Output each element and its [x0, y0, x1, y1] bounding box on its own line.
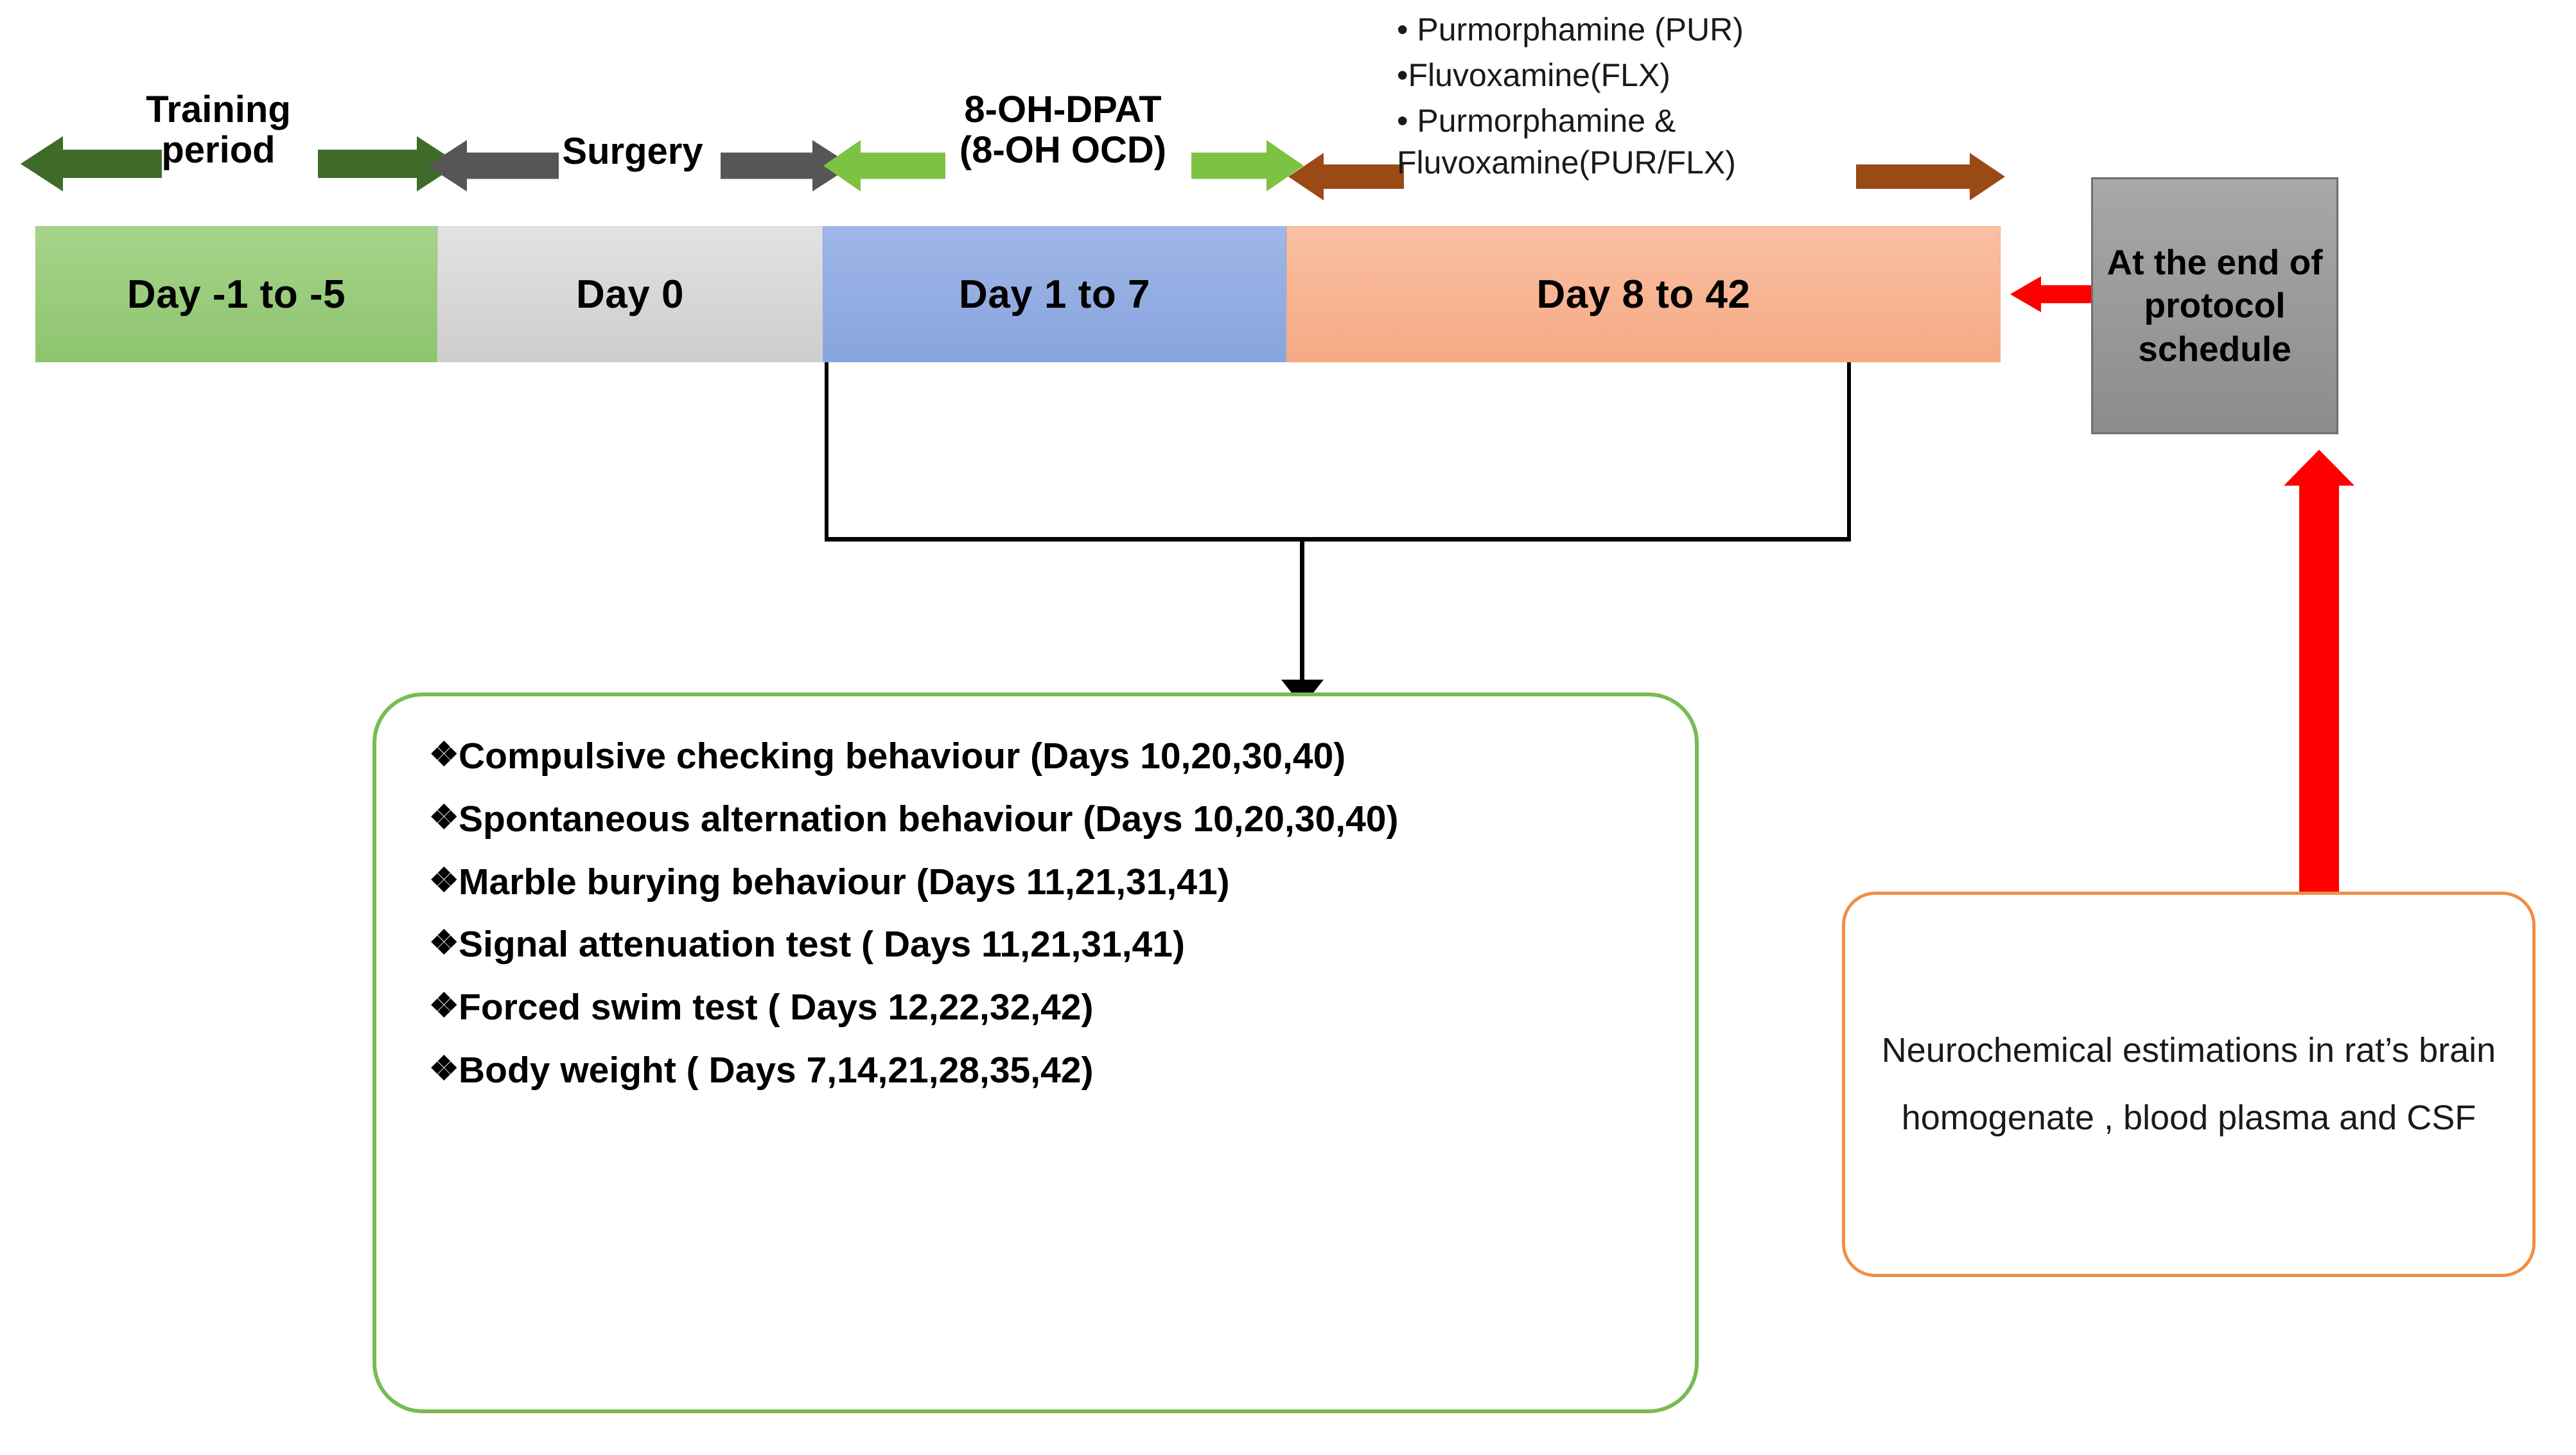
- timeline-segment-surgery: Day 0: [437, 226, 823, 362]
- diamond-bullet-icon: ❖: [429, 736, 459, 773]
- training-left-arrow: [21, 136, 162, 191]
- brace-left-vertical: [825, 362, 828, 541]
- phase-label-surgery: Surgery: [562, 130, 703, 172]
- diamond-bullet-icon: ❖: [429, 861, 459, 899]
- list-item-label: Signal attenuation test ( Days 11,21,31,…: [459, 924, 1185, 966]
- protocol-end-box: At the end of protocol schedule: [2091, 177, 2338, 434]
- treatment-group-item: •Fluvoxamine(FLX): [1397, 57, 1670, 93]
- timeline-segment-label: Day 1 to 7: [959, 272, 1150, 317]
- induction-left-arrow: [823, 140, 945, 191]
- treatment-group-item: • Purmorphamine & Fluvoxamine(PUR/FLX): [1397, 103, 1736, 181]
- behaviour-tests-box: ❖ Compulsive checking behaviour (Days 10…: [372, 692, 1699, 1413]
- treatment-left-arrow: [1288, 153, 1404, 200]
- protocol-to-timeline-arrow: [2010, 276, 2092, 312]
- list-item: ❖ Compulsive checking behaviour (Days 10…: [429, 736, 1669, 777]
- timeline-segment-treatment: Day 8 to 42: [1286, 226, 2001, 362]
- list-item-label: Marble burying behaviour (Days 11,21,31,…: [459, 861, 1230, 903]
- neurochemical-estimation-label: Neurochemical estimations in rat’s brain…: [1881, 1030, 2496, 1137]
- timeline-segment-label: Day 0: [576, 272, 684, 317]
- treatment-right-arrow: [1856, 153, 2005, 200]
- induction-right-arrow: [1191, 140, 1304, 191]
- behaviour-tests-list: ❖ Compulsive checking behaviour (Days 10…: [429, 736, 1669, 1113]
- diamond-bullet-icon: ❖: [429, 924, 459, 962]
- list-item: ❖ Marble burying behaviour (Days 11,21,3…: [429, 861, 1669, 903]
- timeline-segment-label: Day 8 to 42: [1536, 272, 1751, 317]
- list-item-label: Compulsive checking behaviour (Days 10,2…: [459, 736, 1346, 777]
- brace-horizontal: [825, 537, 1851, 542]
- diamond-bullet-icon: ❖: [429, 987, 459, 1025]
- neuro-to-protocol-arrow: [2284, 450, 2354, 899]
- timeline-segment-induction: Day 1 to 7: [823, 226, 1286, 362]
- diamond-bullet-icon: ❖: [429, 1050, 459, 1088]
- list-item-label: Body weight ( Days 7,14,21,28,35,42): [459, 1050, 1094, 1091]
- list-item: ❖ Spontaneous alternation behaviour (Day…: [429, 798, 1669, 840]
- list-item-label: Forced swim test ( Days 12,22,32,42): [459, 987, 1094, 1028]
- treatment-group-list: • Purmorphamine (PUR) •Fluvoxamine(FLX) …: [1397, 9, 1885, 188]
- brace-stem-vertical: [1300, 537, 1304, 685]
- timeline-segment-training: Day -1 to -5: [35, 226, 437, 362]
- neurochemical-estimation-box: Neurochemical estimations in rat’s brain…: [1842, 892, 2536, 1277]
- diamond-bullet-icon: ❖: [429, 798, 459, 836]
- surgery-left-arrow: [427, 140, 559, 191]
- treatment-group-item: • Purmorphamine (PUR): [1397, 12, 1744, 48]
- list-item: ❖ Signal attenuation test ( Days 11,21,3…: [429, 924, 1669, 966]
- brace-right-vertical: [1847, 362, 1851, 541]
- list-item: ❖ Forced swim test ( Days 12,22,32,42): [429, 987, 1669, 1028]
- timeline-segment-label: Day -1 to -5: [127, 272, 346, 317]
- list-item-label: Spontaneous alternation behaviour (Days …: [459, 798, 1399, 840]
- list-item: ❖ Body weight ( Days 7,14,21,28,35,42): [429, 1050, 1669, 1091]
- phase-label-induction: 8-OH-DPAT (8-OH OCD): [959, 89, 1167, 171]
- phase-label-training: Training period: [146, 89, 291, 171]
- protocol-end-label: At the end of protocol schedule: [2107, 242, 2323, 369]
